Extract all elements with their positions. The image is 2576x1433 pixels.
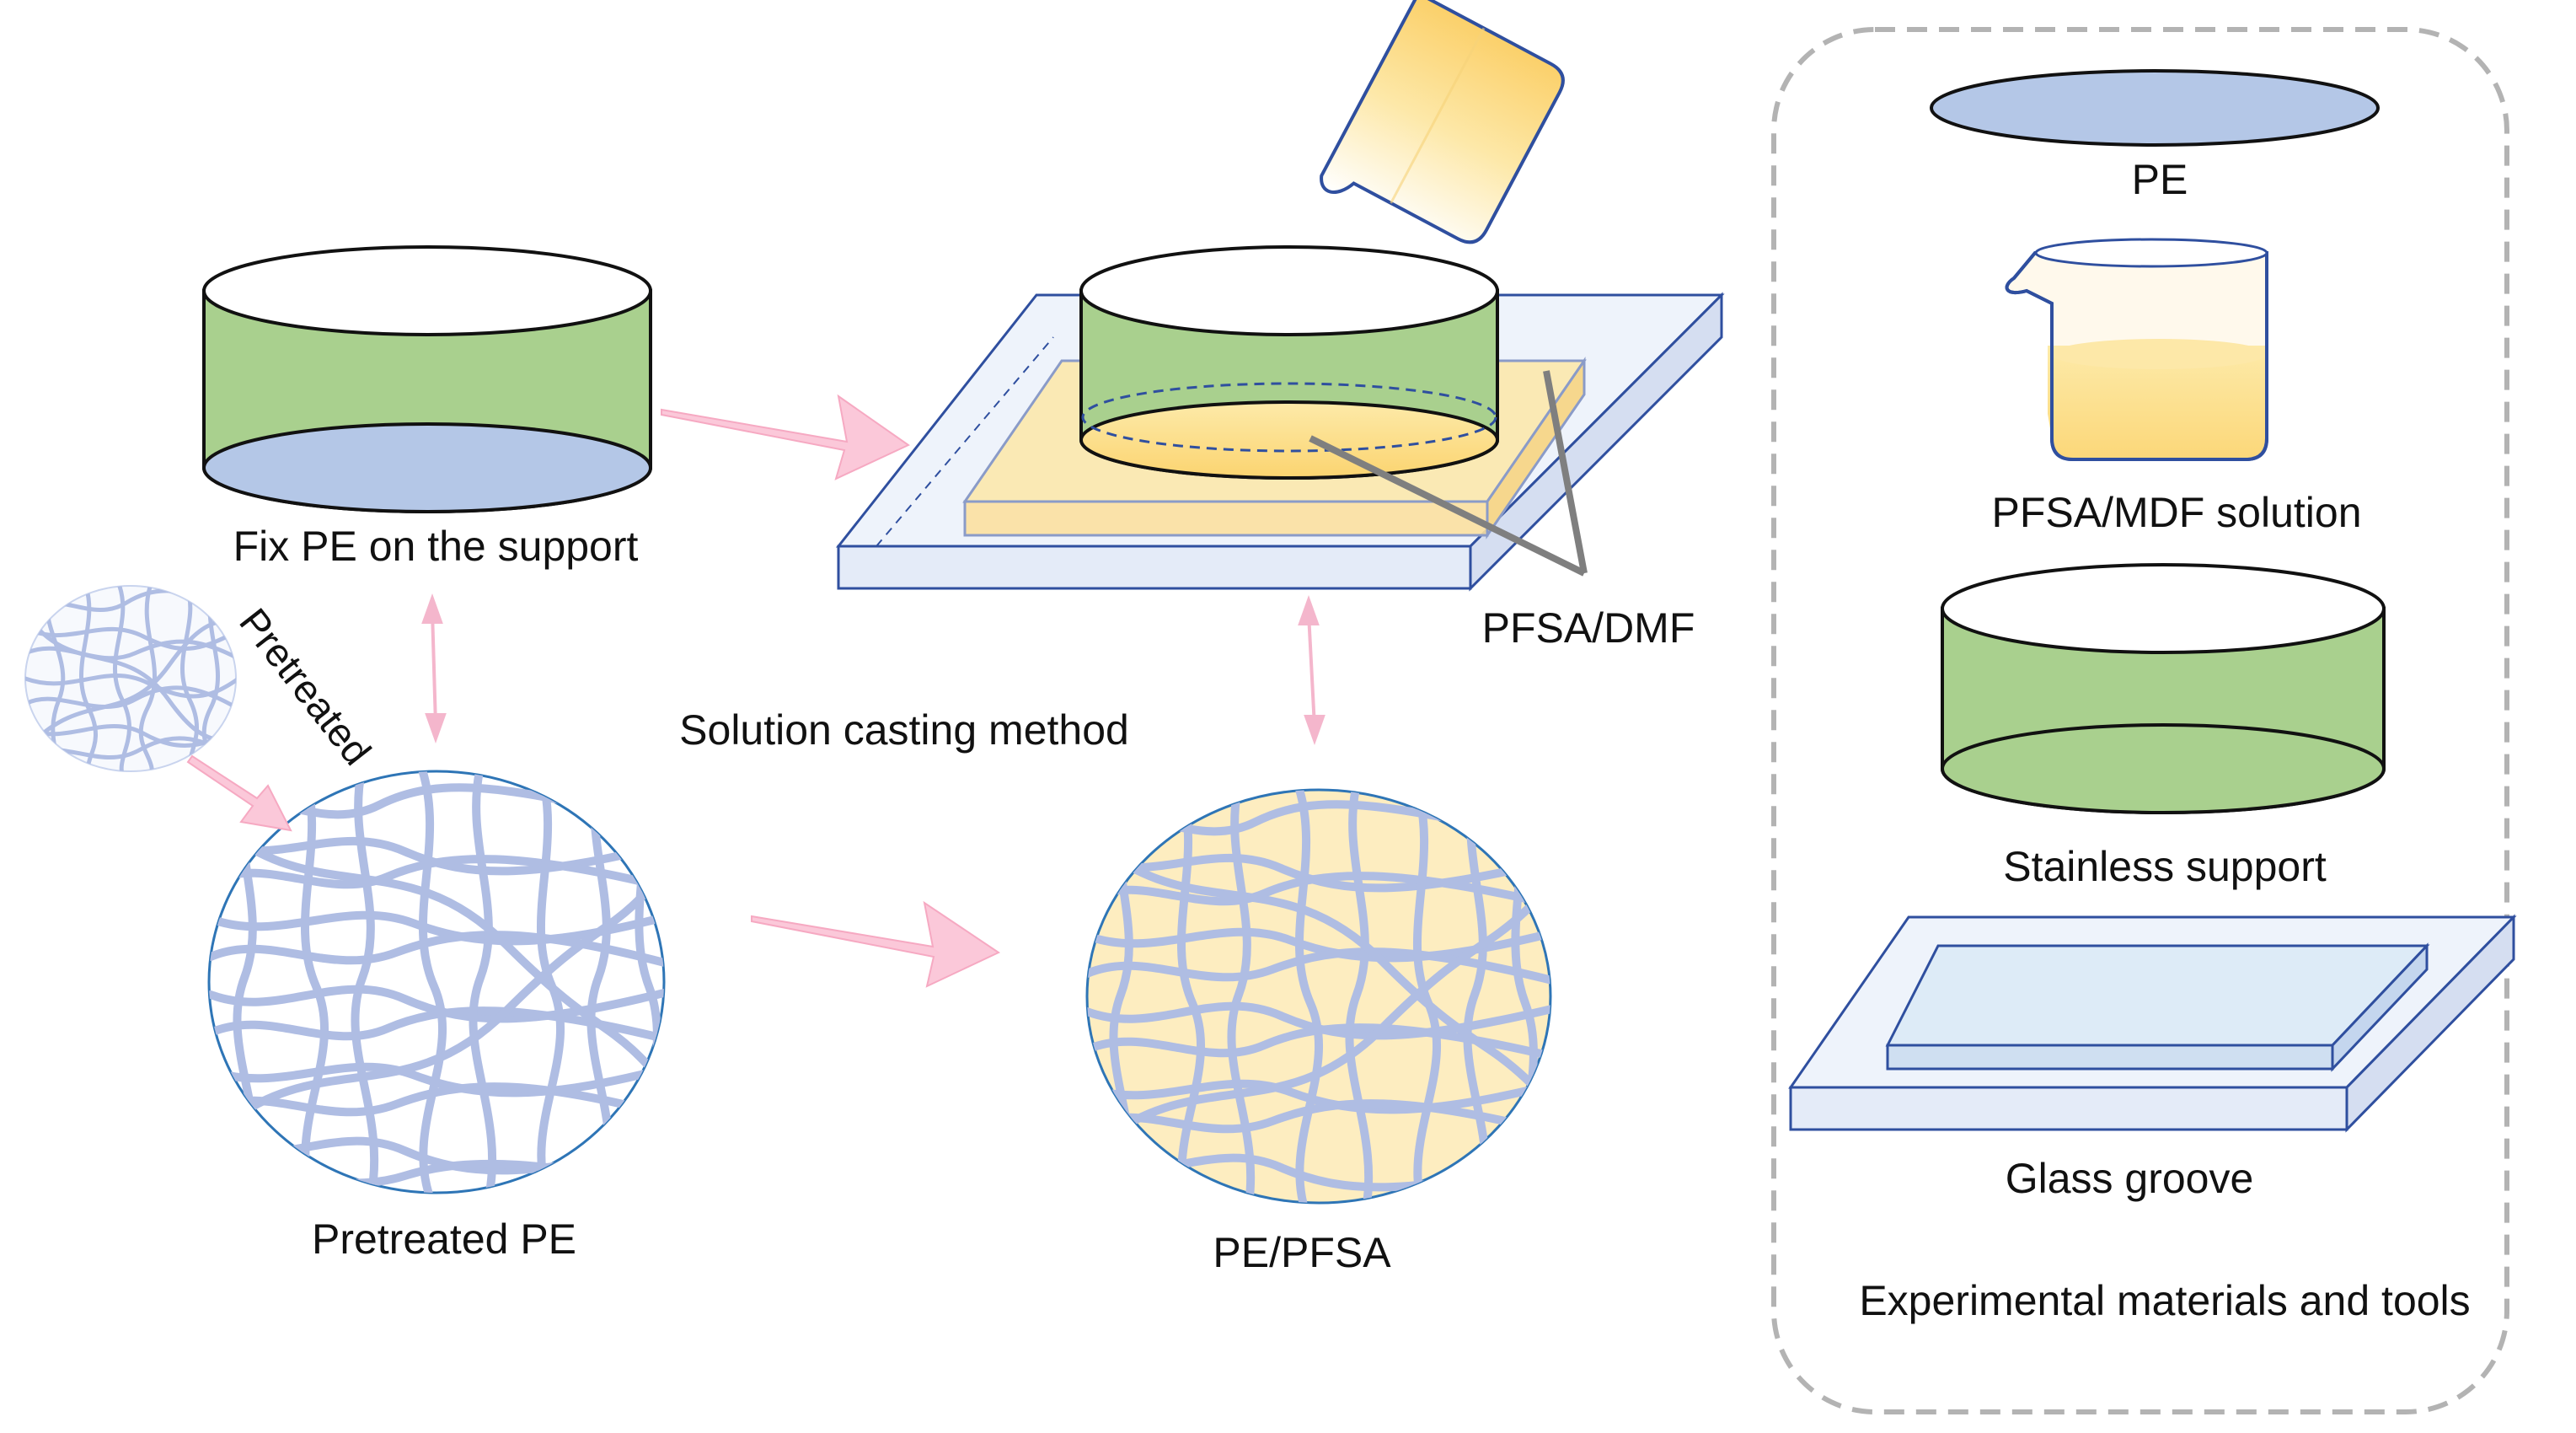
pe-pfsa-disc [1079, 400, 1499, 480]
fiber-network-icon [24, 585, 237, 772]
beaker-icon [2005, 238, 2268, 461]
support-cylinder-with-pe [202, 245, 652, 513]
legend-support-label: Stainless support [2003, 843, 2327, 890]
double-arrow-center [1298, 595, 1325, 745]
solution-casting-label: Solution casting method [679, 706, 1129, 754]
pretreated-rotated-label: Pretreated [231, 600, 380, 774]
beaker-icon [1320, 0, 1565, 244]
pfsa-dmf-label: PFSA/DMF [1482, 604, 1695, 652]
cylinder-top [202, 245, 652, 336]
pe-disc-icon [1930, 69, 2380, 147]
glass-plate-side [1469, 292, 1723, 592]
legend-solution-label: PFSA/MDF solution [1991, 489, 2361, 536]
legend-pe-label: PE [2132, 156, 2188, 203]
legend-frame [1771, 27, 2509, 1414]
double-arrow-left [421, 593, 447, 743]
legend-title: Experimental materials and tools [1859, 1277, 2470, 1324]
pe-pfsa-label: PE/PFSA [1213, 1229, 1391, 1276]
cylinder-icon [1941, 563, 2386, 814]
pe-pfsa-circle [1085, 788, 1552, 1205]
pretreated-pe-circle [207, 770, 666, 1194]
legend-groove-label: Glass groove [2006, 1155, 2254, 1202]
pe-disc-bottom [202, 422, 652, 513]
pretreated-pe-label: Pretreated PE [312, 1216, 576, 1263]
casting-setup [835, 245, 1725, 592]
glass-plate-icon [1788, 914, 2517, 1133]
arrow-fix-to-casting [661, 394, 910, 480]
fix-pe-label: Fix PE on the support [233, 523, 639, 570]
arrow-small-to-big [186, 754, 292, 832]
glass-plate-front [837, 545, 1472, 590]
arrow-pretreated-to-pfsa [751, 900, 1001, 988]
